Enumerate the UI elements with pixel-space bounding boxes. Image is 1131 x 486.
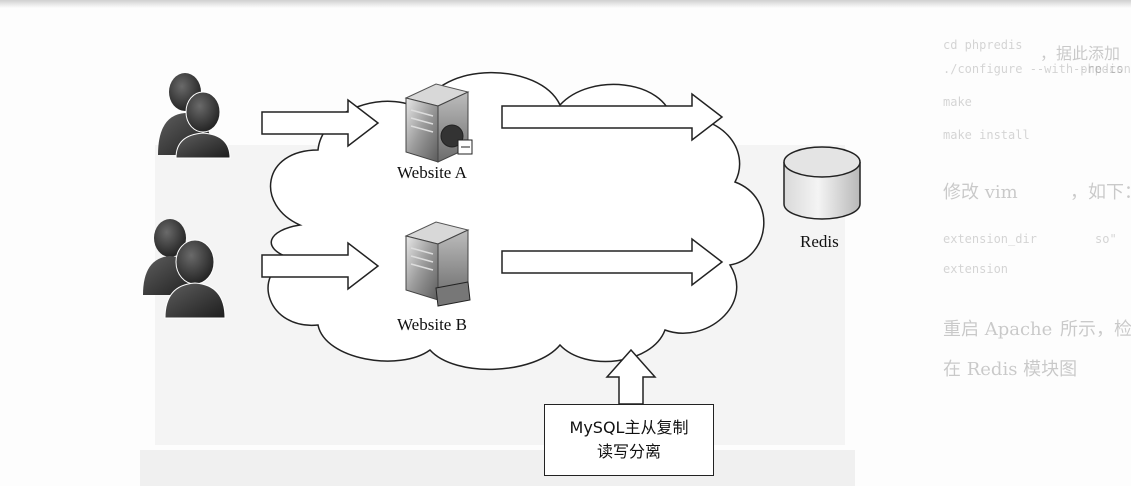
user-group-a [158, 73, 231, 159]
redis-database-icon [783, 146, 861, 220]
mysql-replication-box: MySQL主从复制 读写分离 [544, 404, 714, 476]
bg-text-line10: 所示，检查确 [1060, 319, 1131, 340]
user-group-b [143, 219, 226, 319]
mysql-box-line2: 读写分离 [596, 442, 661, 461]
bg-text-line9: 在 Redis 模块图 [943, 359, 1078, 380]
bg-text-line5: 修改 vim [943, 182, 1018, 203]
bg-text-line3: make [943, 95, 972, 109]
arrow-users-to-website-b [261, 241, 380, 291]
bg-text-line14: so" [1095, 232, 1117, 246]
bg-text-line11: ，如下： [1070, 182, 1131, 203]
bg-text-line4: make install [943, 128, 1030, 142]
website-b-label: Website B [397, 315, 467, 334]
arrow-website-b-to-redis [501, 237, 724, 287]
arrow-website-a-to-redis [501, 92, 724, 142]
server-website-b-icon [404, 221, 471, 307]
page-tint-bottom [140, 450, 855, 486]
bg-text-line12: ，据此添加 [1040, 44, 1121, 63]
bg-text-line1: cd phpredis [943, 38, 1023, 52]
bg-text-line6: extension_dir [943, 232, 1037, 246]
bg-text-line2: ./configure --with-php-config=/usr/local… [943, 62, 1131, 76]
bg-text-line8: 重启 Apache [943, 319, 1053, 340]
mysql-box-line1: MySQL主从复制 [569, 418, 689, 437]
bg-text-line7: extension [943, 262, 1009, 276]
server-website-a-icon [404, 83, 473, 163]
page-edge-shadow [0, 0, 1131, 8]
bg-text-line13: -redis [1080, 62, 1124, 76]
arrow-mysql-to-cloud [605, 348, 657, 405]
redis-label: Redis [800, 232, 839, 251]
website-a-label: Website A [397, 163, 467, 182]
arrow-users-to-website-a [261, 98, 380, 148]
